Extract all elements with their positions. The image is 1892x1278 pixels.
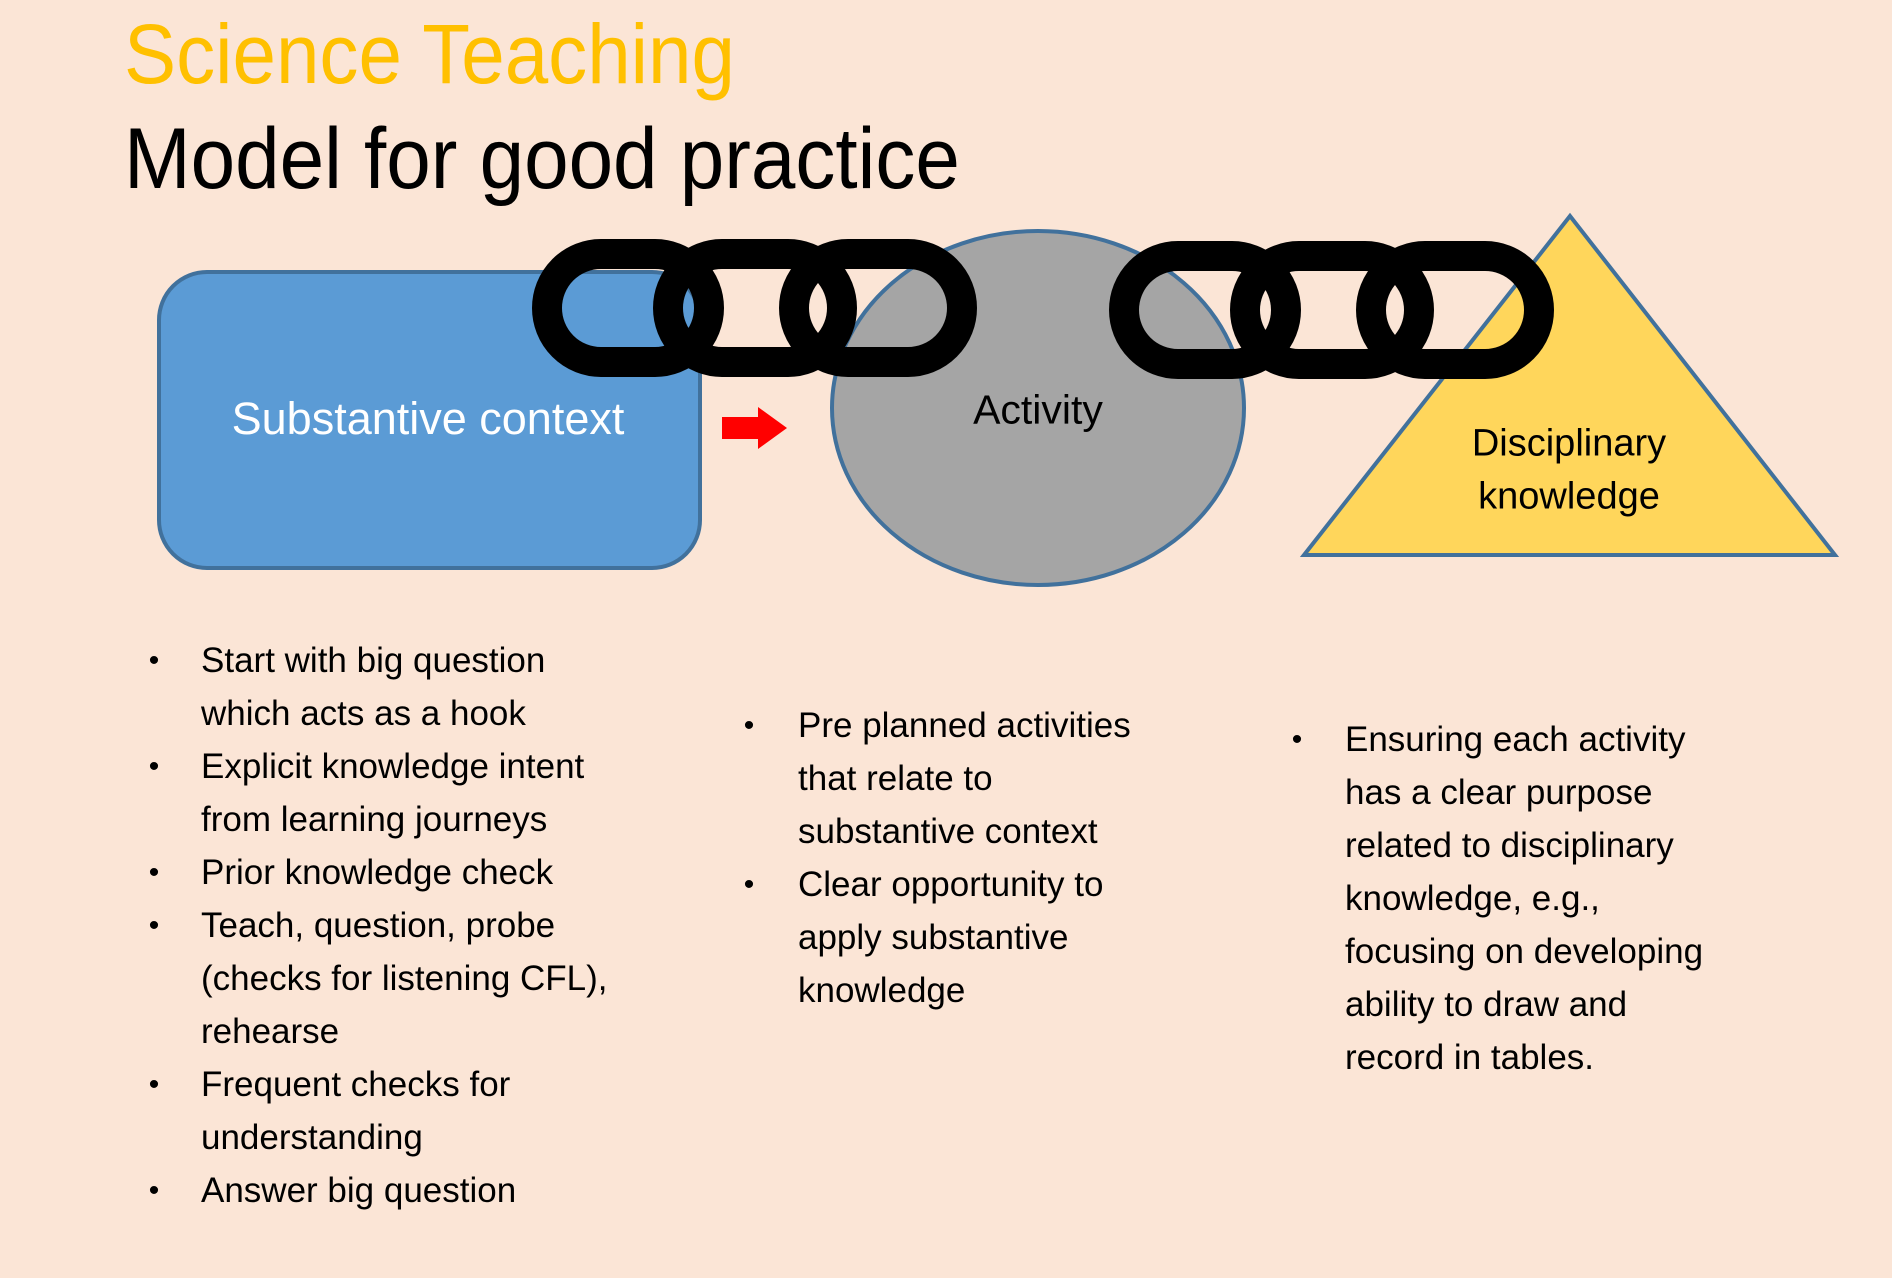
chain-icon-right	[1109, 241, 1554, 379]
bullet-text-line: knowledge	[798, 971, 966, 1010]
disciplinary-label-line-2: knowledge	[1478, 475, 1660, 518]
bullet-text-line: apply substantive	[798, 918, 1069, 957]
bullet-text-line: from learning journeys	[201, 800, 548, 839]
bullet-text-line: related to disciplinary	[1345, 826, 1674, 865]
bullet-text-line: Teach, question, probe	[201, 906, 556, 945]
bullet-icon: •	[148, 909, 160, 942]
bullet-text-line: Ensuring each activity	[1345, 720, 1686, 759]
slide-title: Science Teaching	[124, 7, 735, 101]
bullet-text-line: record in tables.	[1345, 1038, 1595, 1077]
disciplinary-knowledge-triangle	[1299, 212, 1840, 557]
bullet-icon: •	[743, 868, 755, 901]
bullet-text-line: Clear opportunity to	[798, 865, 1104, 904]
bullet-icon: •	[148, 750, 160, 783]
bullet-text-line: that relate to	[798, 759, 993, 798]
bullet-icon: •	[148, 1174, 160, 1207]
bullet-text-line: knowledge, e.g.,	[1345, 879, 1600, 918]
substantive-context-label: Substantive context	[231, 393, 625, 444]
bullet-text-line: which acts as a hook	[201, 694, 526, 733]
bullet-icon: •	[743, 709, 755, 742]
bullet-icon: •	[148, 856, 160, 889]
bullet-text-line: substantive context	[798, 812, 1098, 851]
bullet-text-line: has a clear purpose	[1345, 773, 1653, 812]
bullet-text-line: understanding	[201, 1118, 423, 1157]
bullet-icon: •	[1291, 723, 1303, 756]
bullet-text-line: focusing on developing	[1345, 932, 1704, 971]
bullet-text-line: Start with big question	[201, 641, 546, 680]
bullet-text-line: ability to draw and	[1345, 985, 1628, 1024]
bullet-text-line: (checks for listening CFL),	[201, 959, 608, 998]
chain-icon-left	[532, 239, 977, 377]
activity-ellipse	[830, 229, 1246, 587]
bullet-icon: •	[148, 644, 160, 677]
bullet-text-line: Explicit knowledge intent	[201, 747, 585, 786]
bullet-text-line: Prior knowledge check	[201, 853, 554, 892]
bullet-icon: •	[148, 1068, 160, 1101]
activity-label: Activity	[973, 386, 1103, 433]
bullet-text-line: Frequent checks for	[201, 1065, 511, 1104]
disciplinary-label-line-1: Disciplinary	[1471, 422, 1667, 465]
red-arrow-icon	[722, 407, 787, 449]
bullet-text-line: Answer big question	[201, 1171, 517, 1210]
bullet-text-line: Pre planned activities	[798, 706, 1131, 745]
slide-subtitle: Model for good practice	[124, 111, 960, 207]
bullet-text-line: rehearse	[201, 1012, 340, 1051]
